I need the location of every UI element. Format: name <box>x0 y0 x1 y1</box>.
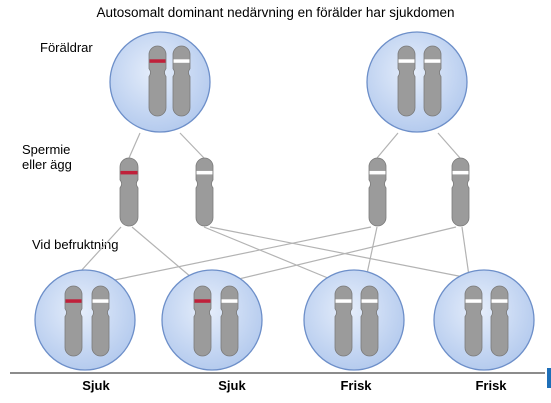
label-gametes: Spermie eller ägg <box>22 142 72 172</box>
normal-gene-band <box>196 170 213 175</box>
normal-gene-band <box>465 299 482 303</box>
affected-gene-band <box>149 59 166 63</box>
offspring-status-4: Frisk <box>475 378 507 393</box>
normal-gene-band <box>398 59 415 63</box>
affected-gene-band <box>65 299 82 303</box>
diagram-title: Autosomalt dominant nedärvning en föräld… <box>96 5 455 20</box>
offspring-cell-3 <box>303 269 405 371</box>
parent2-chromosome-a <box>397 45 416 117</box>
offspring4-chromosome-a <box>464 285 483 357</box>
offspring-status-2: Sjuk <box>218 378 246 393</box>
gamete-2 <box>195 157 214 227</box>
offspring-cell-2 <box>161 269 263 371</box>
normal-gene-band <box>335 299 352 303</box>
offspring-status-3: Frisk <box>340 378 372 393</box>
gamete-3 <box>368 157 387 227</box>
corner-mark <box>547 368 551 388</box>
parent2-chromosome-b <box>423 45 442 117</box>
gamete-1 <box>119 157 139 227</box>
normal-gene-band <box>221 299 238 303</box>
parent1-chromosome-a <box>148 45 167 117</box>
offspring-cell-1 <box>34 269 136 371</box>
parent-cell-healthy <box>366 31 468 133</box>
offspring3-chromosome-a <box>334 285 353 357</box>
normal-gene-band <box>452 170 469 175</box>
offspring2-chromosome-b <box>220 285 239 357</box>
affected-gene-band <box>120 170 138 175</box>
offspring3-chromosome-b <box>360 285 379 357</box>
offspring-status-1: Sjuk <box>82 378 110 393</box>
normal-gene-band <box>173 59 190 63</box>
normal-gene-band <box>424 59 441 63</box>
offspring2-chromosome-a <box>193 285 212 357</box>
normal-gene-band <box>491 299 508 303</box>
connector-lines <box>69 132 495 284</box>
offspring1-chromosome-a <box>64 285 83 357</box>
parent1-chromosome-b <box>172 45 191 117</box>
offspring-cell-4 <box>433 269 535 371</box>
normal-gene-band <box>92 299 109 303</box>
normal-gene-band <box>361 299 378 303</box>
affected-gene-band <box>194 299 211 303</box>
label-parents: Föräldrar <box>40 40 93 55</box>
label-fertilization: Vid befruktning <box>32 237 119 252</box>
offspring4-chromosome-b <box>490 285 509 357</box>
offspring1-chromosome-b <box>91 285 110 357</box>
normal-gene-band <box>369 170 386 175</box>
gamete-4 <box>451 157 470 227</box>
